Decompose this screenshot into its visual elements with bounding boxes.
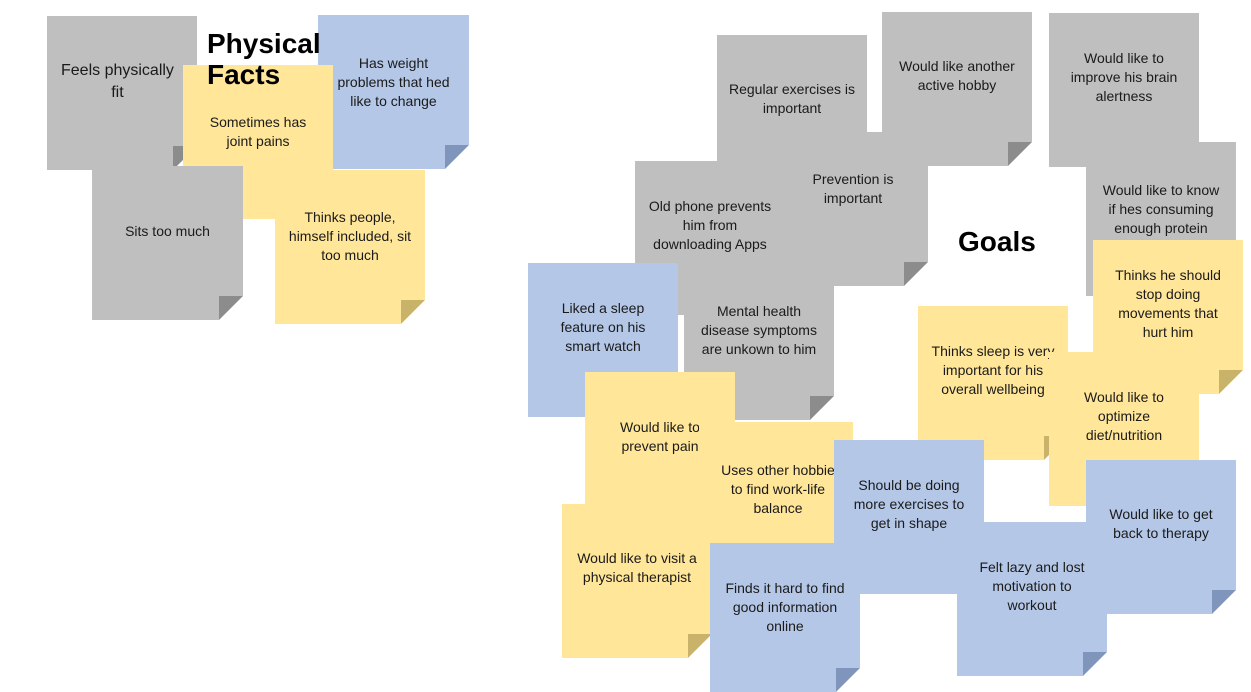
sticky-note-physical-therapist[interactable]: Would like to visit a physical therapist: [562, 504, 712, 658]
sticky-note-brain-alertness[interactable]: Would like to improve his brain alertnes…: [1049, 13, 1199, 167]
sticky-note-hard-to-find-info[interactable]: Finds it hard to find good information o…: [710, 543, 860, 692]
note-fold: [445, 145, 469, 169]
note-fold: [1008, 142, 1032, 166]
heading-goals: Goals: [958, 226, 1036, 258]
note-text: Old phone prevents him from downloading …: [648, 197, 772, 252]
note-text: Thinks people, himself included, sit too…: [288, 208, 412, 263]
note-fold: [688, 634, 712, 658]
note-text: Thinks sleep is very important for his o…: [931, 342, 1055, 397]
heading-text: Goals: [958, 226, 1036, 257]
sticky-note-back-to-therapy[interactable]: Would like to get back to therapy: [1086, 460, 1236, 614]
note-text: Uses other hobbie to find work-life bala…: [721, 461, 835, 516]
sticky-note-sits-too-much[interactable]: Sits too much: [92, 166, 243, 320]
heading-text: Physical Facts: [207, 27, 321, 90]
note-text: Sometimes has joint pains: [209, 114, 307, 149]
note-text: Feels physically fit: [61, 62, 174, 101]
note-text: Has weight problems that hed like to cha…: [337, 54, 450, 109]
note-text: Would like to prevent pain: [620, 419, 700, 454]
note-fold: [904, 262, 928, 286]
note-text: Mental health disease symptoms are unkow…: [701, 302, 817, 357]
sticky-note-lazy-motivation[interactable]: Felt lazy and lost motivation to workout: [957, 522, 1107, 676]
note-text: Thinks he should stop doing movements th…: [1115, 267, 1221, 340]
note-fold: [1083, 652, 1107, 676]
note-fold: [401, 300, 425, 324]
note-fold: [810, 396, 834, 420]
note-text: Would like to visit a physical therapist: [577, 550, 697, 585]
note-fold: [836, 668, 860, 692]
note-text: Liked a sleep feature on his smart watch: [560, 299, 646, 354]
sticky-note-people-sit-too-much[interactable]: Thinks people, himself included, sit too…: [275, 170, 425, 324]
sticky-note-another-active-hobby[interactable]: Would like another active hobby: [882, 12, 1032, 166]
note-text: Would like to improve his brain alertnes…: [1070, 49, 1178, 104]
note-text: Regular exercises is important: [728, 81, 856, 116]
note-text: Sits too much: [125, 222, 210, 239]
note-text: Felt lazy and lost motivation to workout: [979, 558, 1085, 613]
note-fold: [1212, 590, 1236, 614]
sticky-note-feels-physically-fit[interactable]: Feels physically fit: [47, 16, 197, 170]
note-text: Would like to know if hes consuming enou…: [1102, 181, 1220, 236]
note-text: Would like another active hobby: [899, 58, 1015, 93]
note-text: Prevention is important: [812, 171, 894, 206]
note-fold: [219, 296, 243, 320]
note-fold: [1219, 370, 1243, 394]
note-text: Finds it hard to find good information o…: [725, 580, 845, 634]
note-text: Would like to optimize diet/nutrition: [1084, 388, 1164, 443]
sticky-note-sleep-important[interactable]: Thinks sleep is very important for his o…: [918, 306, 1068, 460]
sticky-note-weight-problems[interactable]: Has weight problems that hed like to cha…: [318, 15, 469, 169]
note-text: Should be doing more exercises to get in…: [853, 476, 965, 531]
heading-physical-facts: Physical Facts: [207, 0, 321, 90]
sticky-note-prevention-important[interactable]: Prevention is important: [778, 132, 928, 286]
note-text: Would like to get back to therapy: [1109, 506, 1213, 541]
